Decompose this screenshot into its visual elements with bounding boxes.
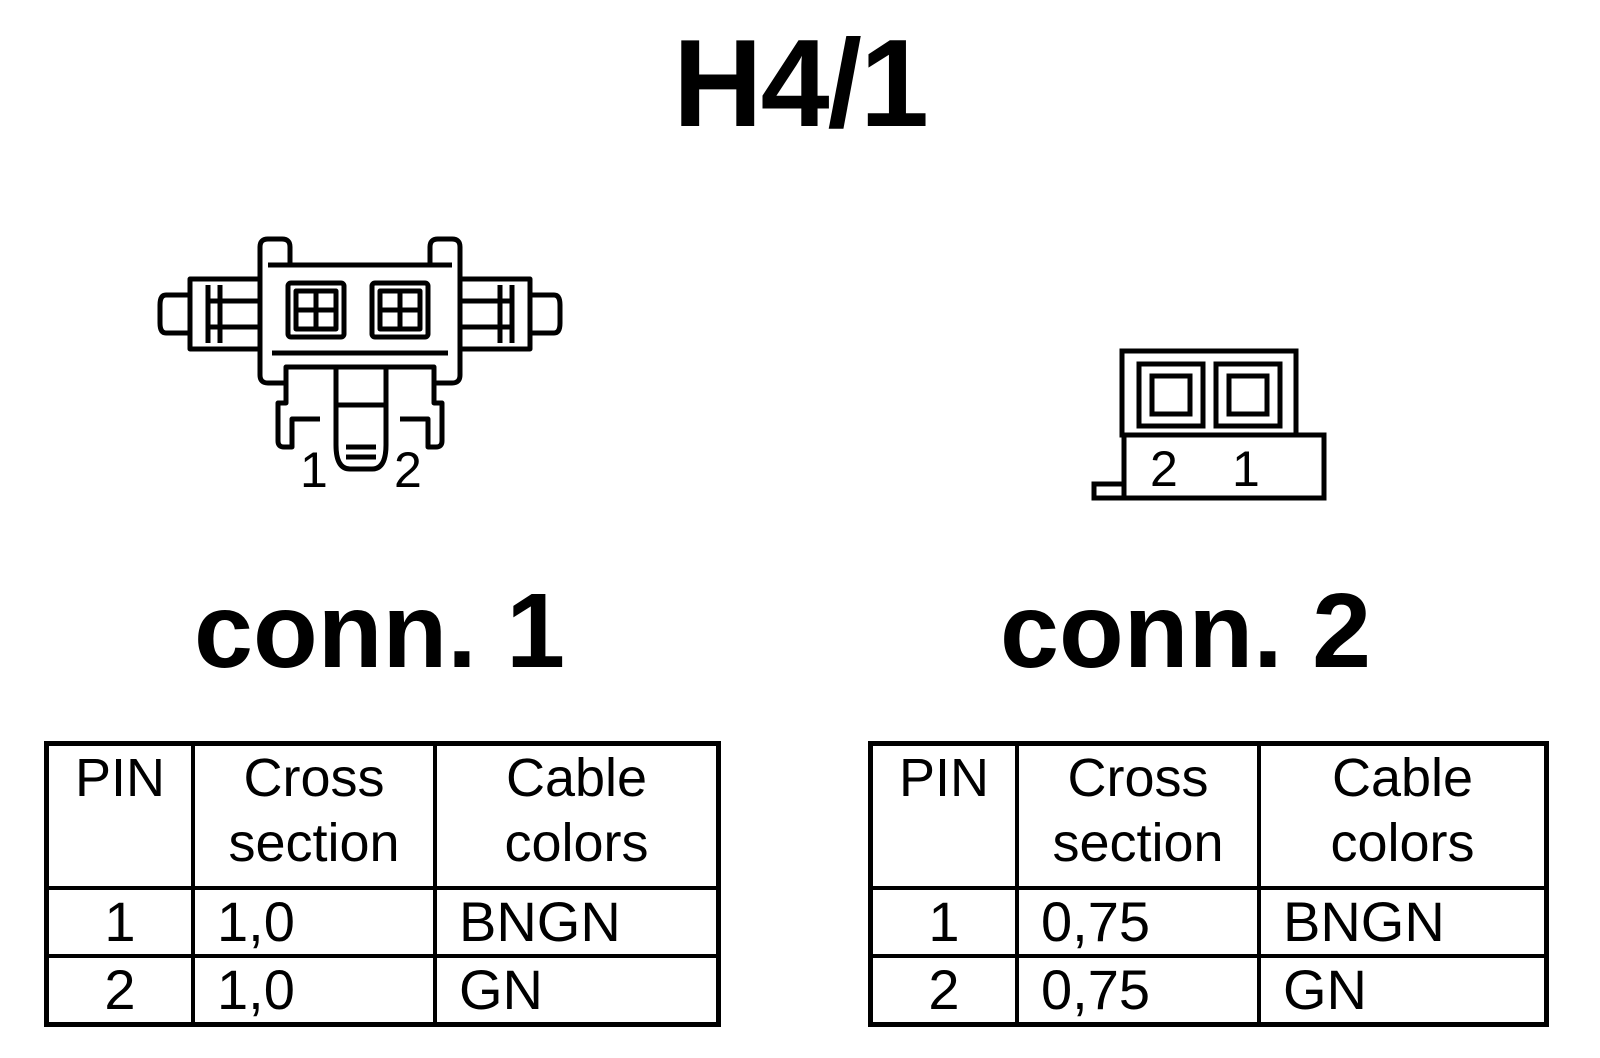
pin-cell: 1: [44, 886, 195, 958]
cross-section-cell: 0,75: [1015, 886, 1261, 958]
pin-cell: 1: [868, 886, 1019, 958]
cross-section-cell: 1,0: [191, 954, 437, 1027]
header-text: Cross: [243, 748, 385, 808]
connector-2-label: conn. 2: [1000, 572, 1372, 690]
header-text: section: [1052, 812, 1224, 873]
header-cross-section: Cross section: [191, 741, 437, 890]
table-row: 2 0,75 GN: [868, 954, 1549, 1027]
header-cable-colors: Cable colors: [433, 741, 721, 890]
header-text: Cable: [1331, 748, 1474, 808]
header-cable-colors: Cable colors: [1257, 741, 1549, 890]
table-row: 2 1,0 GN: [44, 954, 721, 1027]
header-cross-section: Cross section: [1015, 741, 1261, 890]
connector-1-label: conn. 1: [194, 572, 566, 690]
connector-2-pin-label-1: 1: [1232, 441, 1260, 497]
header-text: section: [228, 812, 400, 873]
connector-2-pin-table: PIN Cross section Cable colors 1 0,75 BN…: [868, 741, 1549, 1027]
header-text: Cross: [1067, 748, 1209, 808]
cable-color-cell: GN: [1257, 954, 1549, 1027]
header-text: Cable: [505, 748, 648, 808]
page-title: H4/1: [673, 15, 929, 153]
cross-section-cell: 1,0: [191, 886, 437, 958]
cable-color-cell: BNGN: [1257, 886, 1549, 958]
table-header-row: PIN Cross section Cable colors: [868, 741, 1549, 890]
header-pin: PIN: [44, 741, 195, 890]
header-text: colors: [1330, 812, 1475, 873]
header-text: PIN: [74, 748, 166, 808]
connector-1-drawing: 1 2: [157, 236, 563, 498]
pin-cell: 2: [868, 954, 1019, 1027]
connector-2-pin-label-2: 2: [1150, 441, 1178, 497]
table-header-row: PIN Cross section Cable colors: [44, 741, 721, 890]
cable-color-cell: BNGN: [433, 886, 721, 958]
cable-color-cell: GN: [433, 954, 721, 1027]
pin-cell: 2: [44, 954, 195, 1027]
connector-2-drawing: 2 1: [1091, 348, 1327, 501]
connector-1-pin-label-2: 2: [394, 442, 422, 498]
header-pin: PIN: [868, 741, 1019, 890]
cross-section-cell: 0,75: [1015, 954, 1261, 1027]
connector-1-pin-table: PIN Cross section Cable colors 1 1,0 BNG…: [44, 741, 721, 1027]
connector-1-pin-label-1: 1: [300, 442, 328, 498]
header-text: colors: [504, 812, 649, 873]
table-row: 1 1,0 BNGN: [44, 886, 721, 958]
header-text: PIN: [898, 748, 990, 808]
table-row: 1 0,75 BNGN: [868, 886, 1549, 958]
